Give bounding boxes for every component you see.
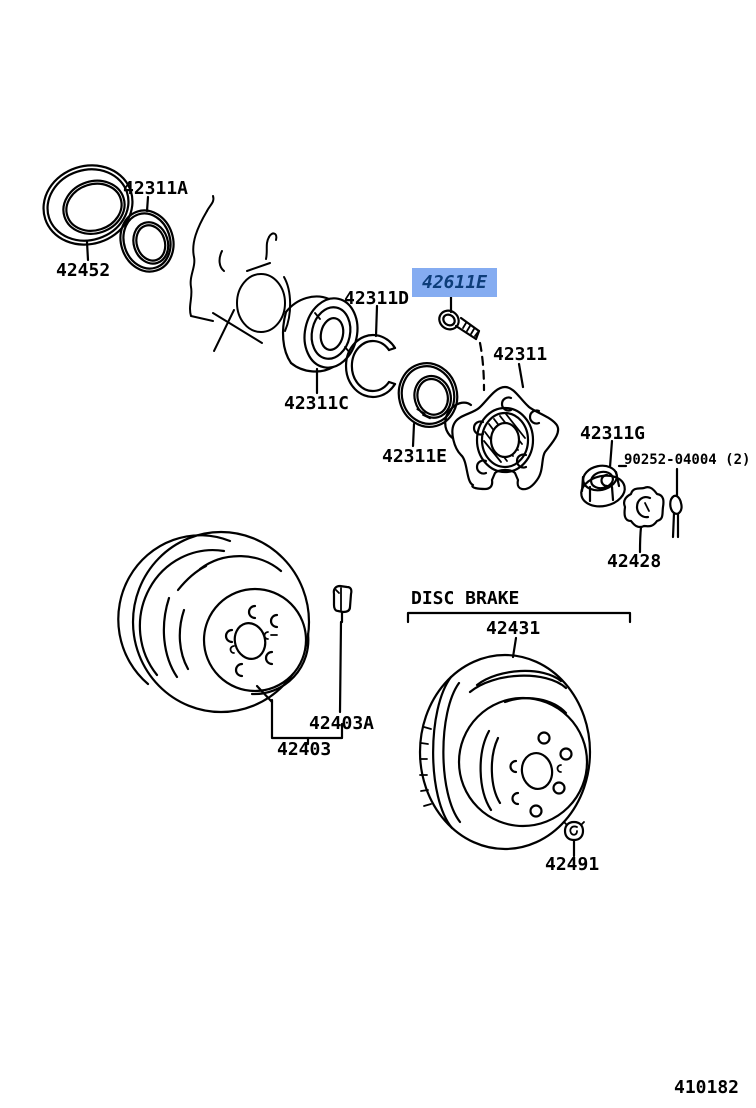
part-label-42491[interactable]: 42491 <box>545 854 600 875</box>
brake-drum-drawing <box>117 530 311 714</box>
drum-clip-leader <box>338 620 343 714</box>
part-label-42403[interactable]: 42403 <box>277 739 332 760</box>
part-label-42311[interactable]: 42311 <box>493 344 548 365</box>
oil-seal-leader <box>85 240 90 262</box>
inner-seal-leader <box>145 195 150 213</box>
disc-brake-heading: DISC BRAKE <box>411 588 520 609</box>
part-label-90252-04004[interactable]: 90252-04004 (2) <box>624 452 751 468</box>
bearing-drawing <box>281 295 359 373</box>
part-label-42403a[interactable]: 42403A <box>309 713 375 734</box>
hub-bolt-dashed-leader <box>478 341 486 392</box>
highlighted-part-number: 42611E <box>421 272 488 293</box>
axle-housing-sketch <box>189 195 292 352</box>
part-label-42311c[interactable]: 42311C <box>284 393 350 414</box>
disc-nut-drawing <box>563 820 585 842</box>
snap-ring-leader <box>374 304 379 338</box>
part-label-42311a[interactable]: 42311A <box>123 178 189 199</box>
hub-seal-drawing <box>397 362 459 428</box>
part-label-42431[interactable]: 42431 <box>486 618 541 639</box>
hub-seal-leader <box>411 422 416 448</box>
lock-nut-leader <box>608 439 614 469</box>
disc-leader <box>511 636 518 659</box>
nut-cap-drawing <box>623 486 665 529</box>
drum-bracket <box>255 684 344 746</box>
part-label-42452[interactable]: 42452 <box>56 260 111 281</box>
nut-cap-leader <box>638 525 643 554</box>
hub-bolt-drawing <box>438 309 481 341</box>
lock-nut-drawing <box>580 464 626 508</box>
highlight-box <box>412 268 497 297</box>
brake-disc-drawing <box>418 653 592 851</box>
drum-clip-drawing <box>332 584 353 624</box>
highlighted-part-label-42611e[interactable]: 42611E <box>412 268 497 297</box>
figure-number: 410182 <box>674 1077 740 1098</box>
inner-seal-drawing <box>119 209 175 273</box>
oil-seal-drawing <box>42 164 134 246</box>
cotter-pin-drawing <box>617 464 683 539</box>
axle-hub-leader <box>517 362 525 389</box>
snap-ring-drawing <box>344 333 397 399</box>
part-label-42311d[interactable]: 42311D <box>344 288 410 309</box>
part-label-42311e[interactable]: 42311E <box>382 446 448 467</box>
axle-hub-drawing <box>444 385 560 491</box>
part-label-42428[interactable]: 42428 <box>607 551 662 572</box>
part-label-42311g[interactable]: 42311G <box>580 423 646 444</box>
disc-brake-bracket <box>406 611 632 624</box>
